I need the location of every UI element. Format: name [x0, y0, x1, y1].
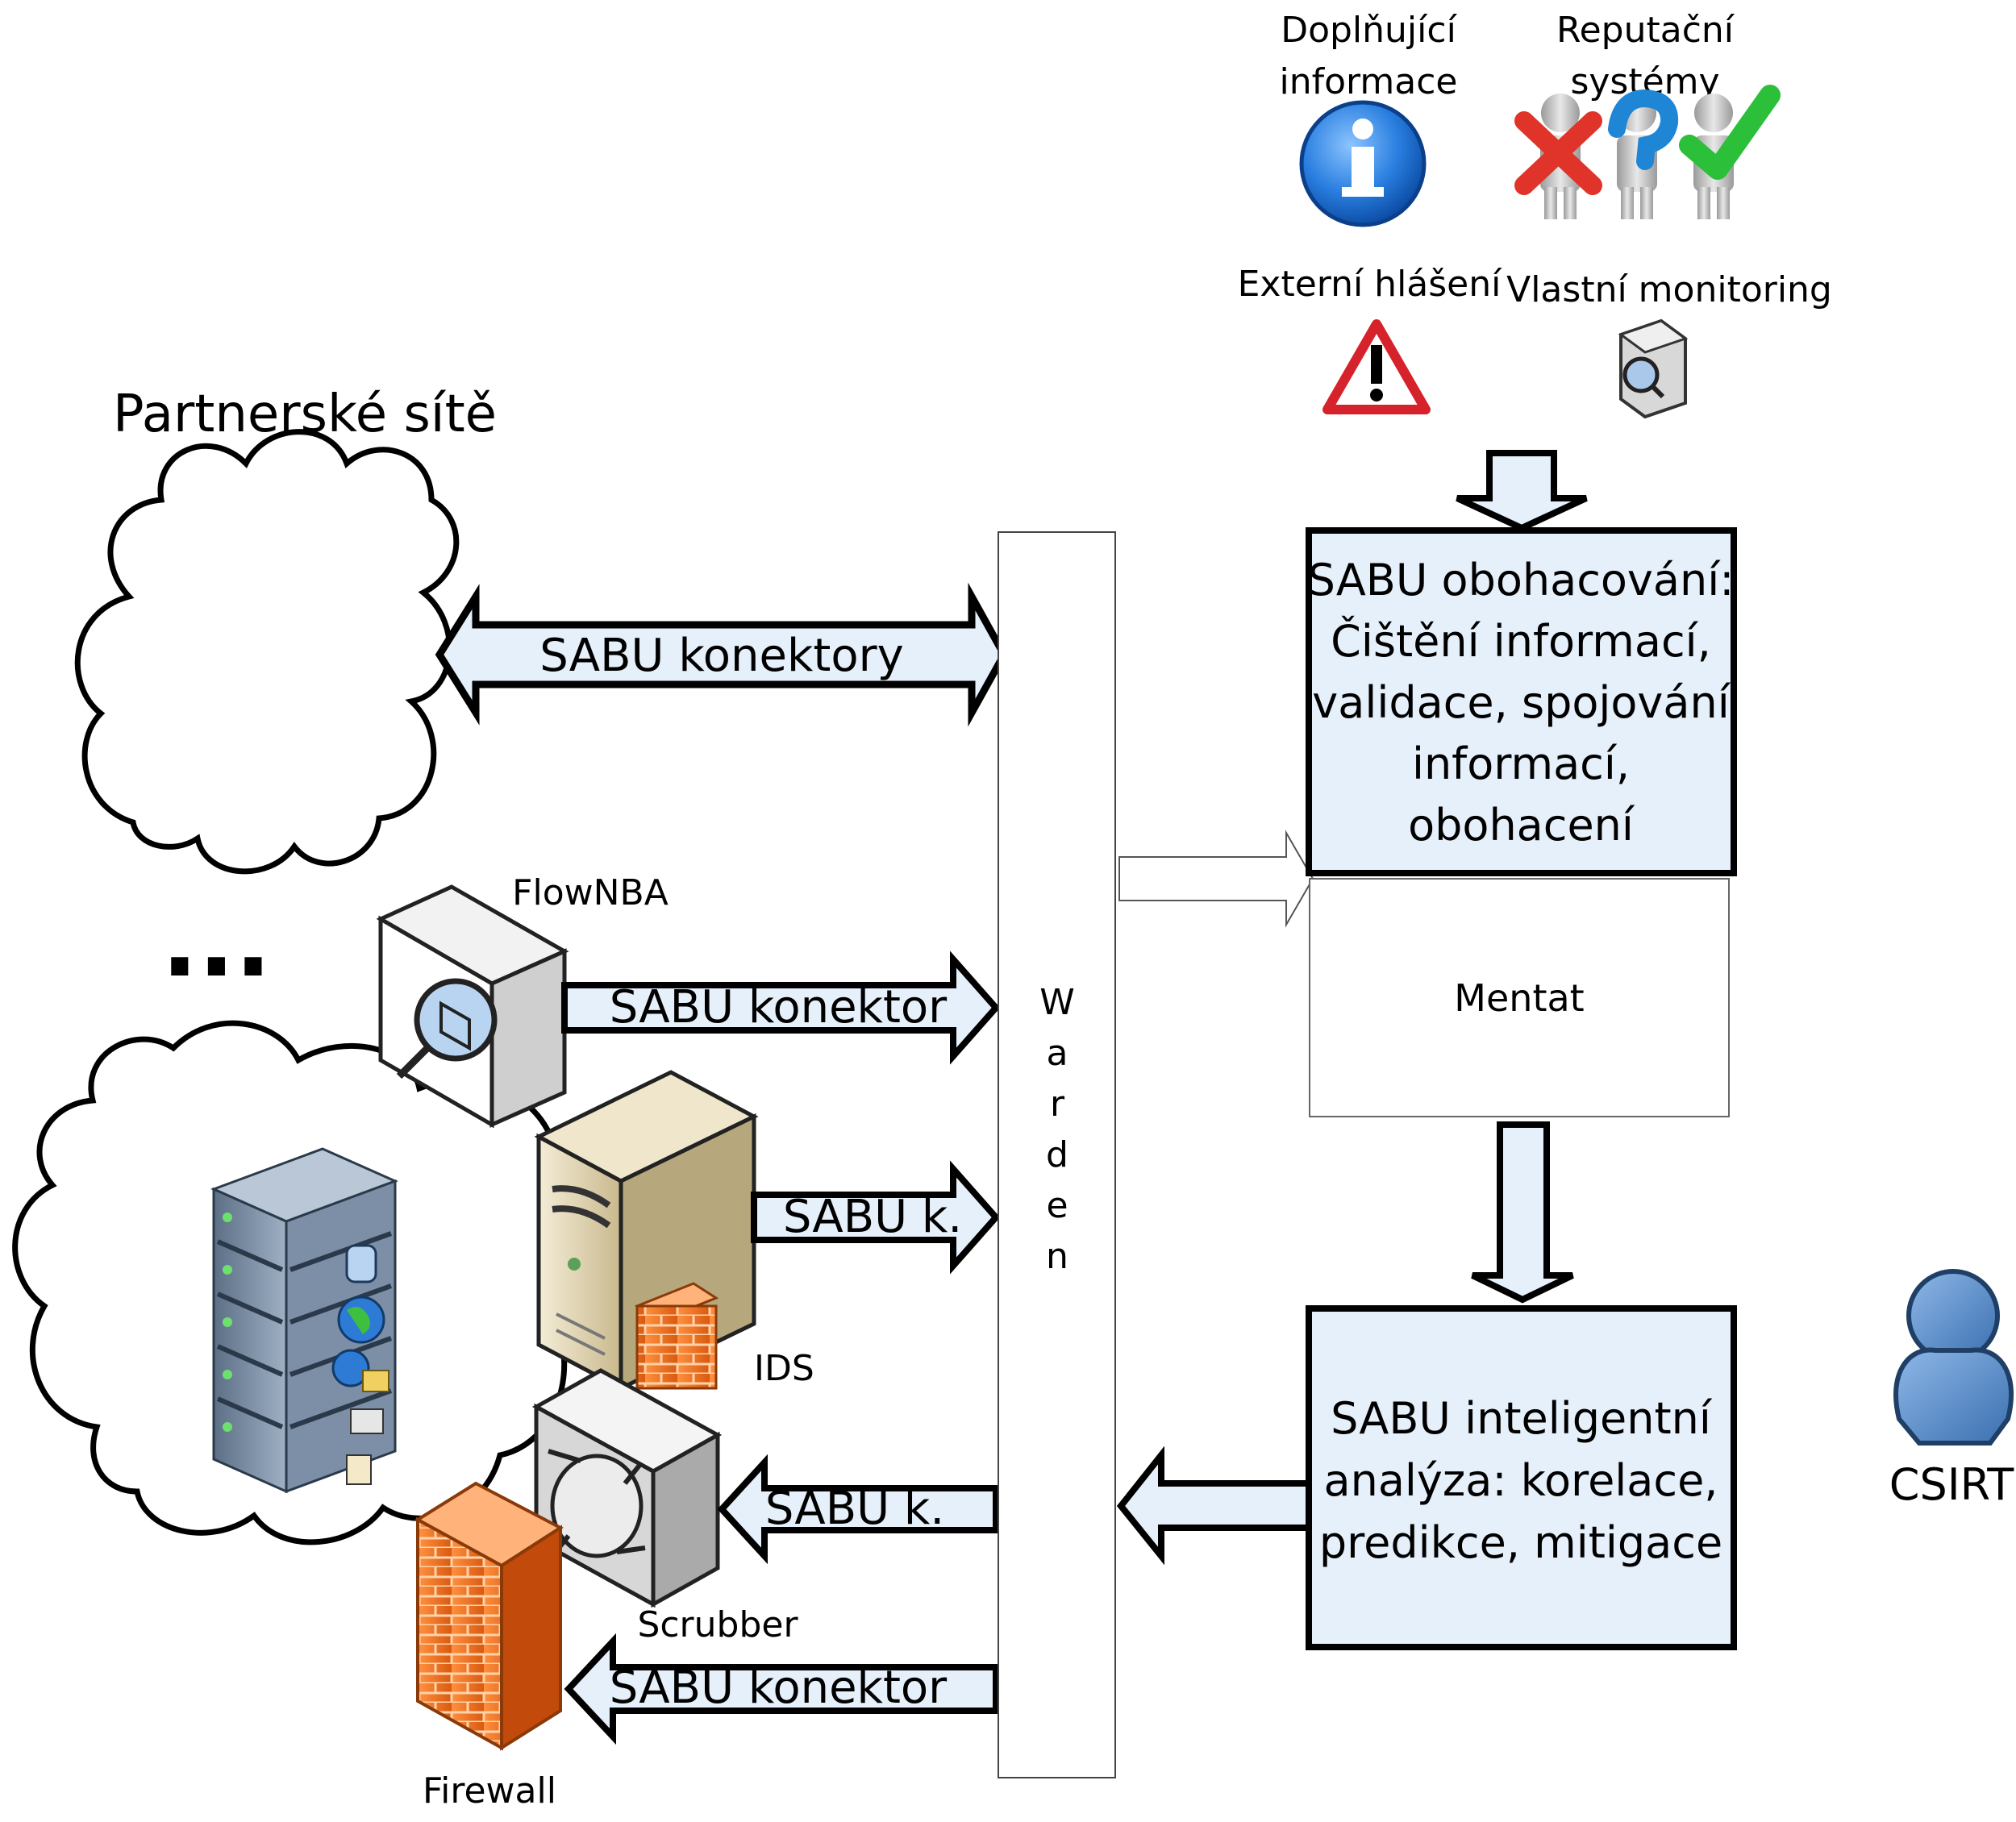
partner-cloud [74, 429, 460, 875]
ids-firewall-icon [634, 1282, 719, 1390]
scrubber-arrow-label: SABU k. [765, 1483, 944, 1535]
enrichment-line: obohacení [1408, 800, 1635, 851]
enrichment-line: SABU obohacování: [1308, 555, 1735, 605]
own-monitoring-label: Vlastní monitoring [1506, 269, 1832, 310]
csirt-label: CSIRT [1889, 1459, 2015, 1510]
scrubber-label: Scrubber [637, 1604, 798, 1645]
flownba-label: FlowNBA [512, 872, 669, 913]
warden-letter: W [1039, 982, 1075, 1023]
warning-icon [1322, 319, 1431, 414]
mentat-box [1309, 878, 1730, 1117]
warden-letter: a [1047, 1033, 1068, 1074]
analysis-line: predikce, mitigace [1319, 1517, 1722, 1568]
warden-bar [998, 531, 1116, 1778]
external-report-label: Externí hlášení [1238, 264, 1503, 305]
warden-letter: n [1046, 1236, 1068, 1277]
analysis-to-warden-arrow [1116, 1446, 1312, 1566]
flownba-device-icon [376, 884, 569, 1129]
konektory-label: SABU konektory [539, 630, 904, 682]
enrichment-line: validace, spojování [1312, 677, 1731, 728]
warden-letter: r [1050, 1084, 1065, 1125]
scrubber-device-icon [531, 1368, 723, 1608]
firewall-label: Firewall [423, 1770, 556, 1812]
warden-letter: e [1046, 1185, 1068, 1226]
check-mark-icon [1679, 85, 1781, 180]
mentat-to-analysis-arrow [1471, 1121, 1574, 1304]
flownba-arrow-label: SABU konektor [610, 981, 948, 1034]
analysis-box [1306, 1305, 1737, 1650]
firewall-arrow [564, 1633, 999, 1745]
ellipsis: ... [161, 887, 272, 999]
extra-info-label-1: Doplňující [1281, 10, 1457, 51]
analysis-line: SABU inteligentní [1331, 1393, 1713, 1444]
x-mark-icon [1514, 111, 1602, 195]
warden-letter: d [1046, 1134, 1068, 1175]
mentat-label: Mentat [1454, 976, 1584, 1020]
firewall-icon [414, 1481, 564, 1751]
info-icon [1299, 100, 1427, 227]
ids-arrow-label: SABU k. [783, 1191, 962, 1243]
warden-label: W a r d e n [1039, 982, 1075, 1277]
scrubber-arrow [717, 1454, 999, 1565]
enrichment-box [1306, 527, 1737, 876]
enrichment-line: informací, [1412, 738, 1630, 789]
extra-info-label-2: informace [1280, 61, 1458, 102]
enrichment-line: Čištění informací, [1331, 616, 1711, 667]
csirt-user-icon [1893, 1269, 2014, 1446]
analysis-line: analýza: korelace, [1324, 1455, 1718, 1506]
monitoring-icon [1618, 318, 1689, 419]
reputation-label-1: Reputační [1556, 10, 1735, 51]
firewall-arrow-label: SABU konektor [610, 1662, 948, 1714]
sources-down-arrow [1456, 450, 1588, 532]
flownba-arrow [561, 951, 1001, 1065]
ids-label: IDS [754, 1348, 814, 1389]
warden-to-enrich-arrow [1118, 830, 1314, 928]
ids-arrow [751, 1160, 1001, 1275]
server-rack-icon [210, 1147, 398, 1494]
question-mark-icon [1608, 89, 1679, 170]
